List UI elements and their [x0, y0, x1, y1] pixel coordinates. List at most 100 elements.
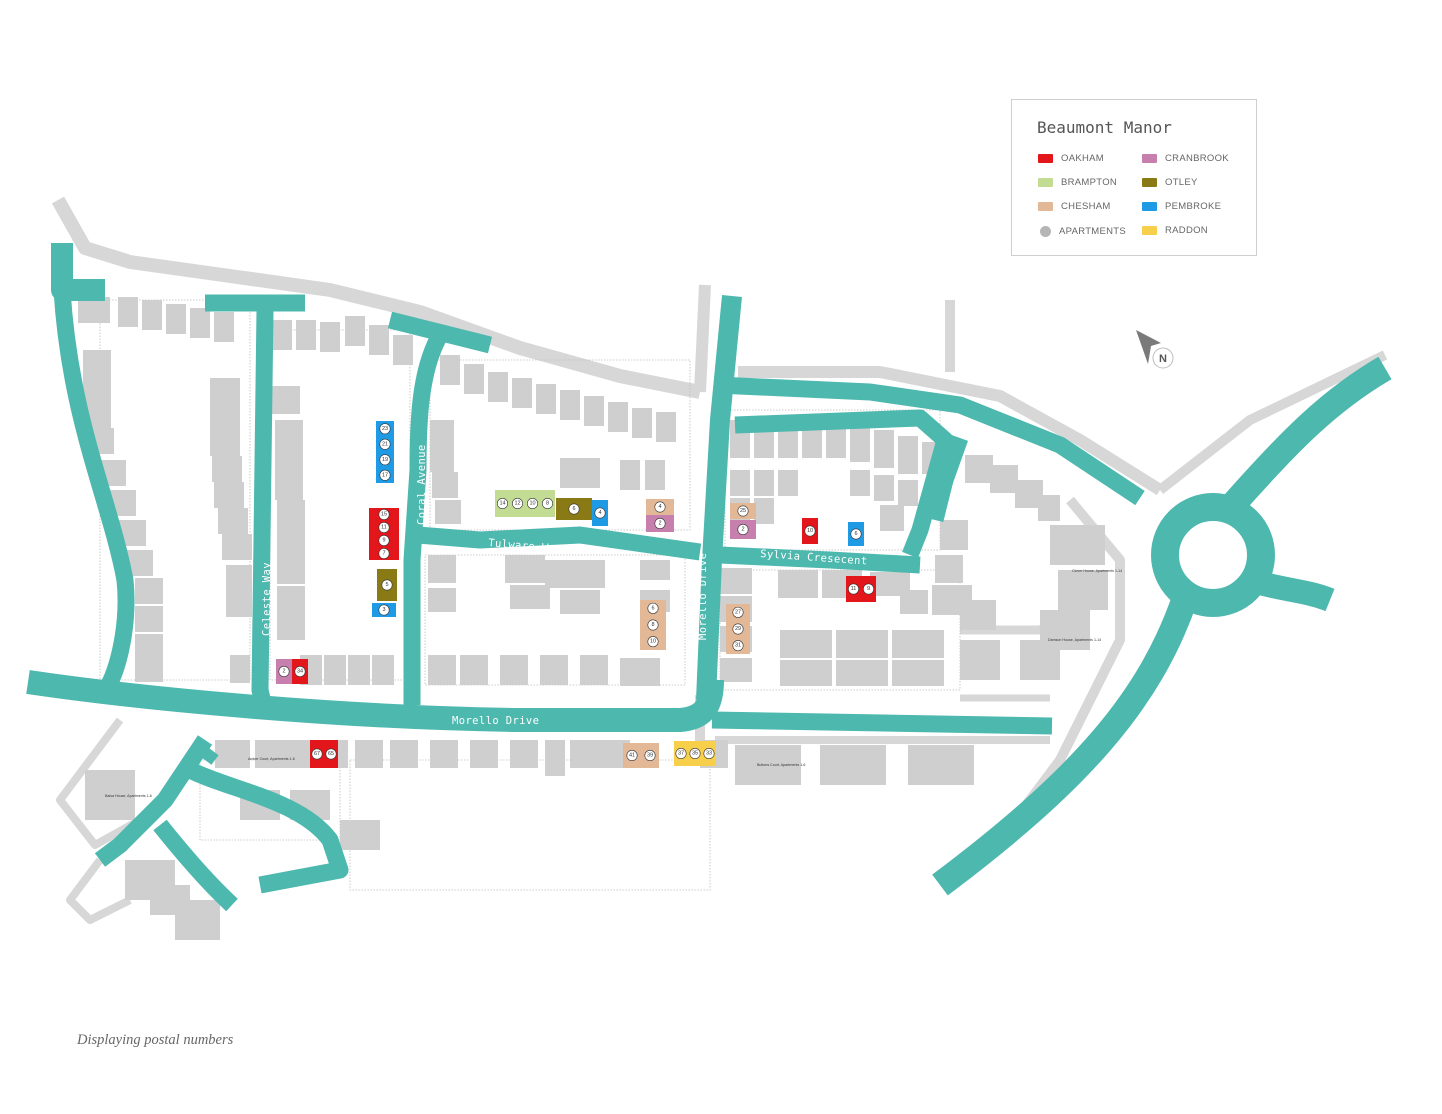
plot-number: 12: [514, 501, 520, 507]
plot-number: 37: [678, 751, 684, 757]
building: [540, 655, 568, 685]
legend-label: BRAMPTON: [1061, 177, 1118, 188]
street-label-morello-drive-vertical: Morello Drive: [697, 553, 709, 640]
plot-marker-oakham[interactable]: 10: [802, 518, 818, 544]
plot-number: 35: [692, 751, 698, 757]
building: [430, 446, 454, 472]
plot-number-badge: [732, 640, 744, 652]
plot-number-badge: [862, 583, 874, 595]
building: [730, 470, 750, 496]
building: [83, 350, 111, 376]
building: [277, 556, 305, 584]
building: [372, 655, 394, 685]
apartment-label: Clover House, Apartments 1-14: [1072, 569, 1122, 573]
plot-marker-pembroke[interactable]: 4: [592, 500, 608, 526]
building: [175, 900, 220, 940]
building: [393, 335, 413, 365]
legend-title: Beaumont Manor: [1037, 118, 1172, 137]
plot-number-badge: [294, 665, 306, 677]
plot-number: 4: [658, 504, 661, 510]
building: [275, 446, 303, 474]
building: [874, 475, 894, 501]
building: [118, 297, 138, 327]
building: [135, 606, 163, 632]
plot-marker-pembroke[interactable]: 6: [848, 522, 864, 546]
plot-marker-cranbrook[interactable]: 2: [730, 520, 756, 539]
plot-number: 4: [598, 510, 601, 516]
building: [505, 555, 545, 583]
legend-item-pembroke: PEMBROKE: [1142, 201, 1221, 212]
plot-number: 10: [650, 639, 656, 645]
building: [296, 320, 316, 350]
legend-label: OAKHAM: [1061, 153, 1104, 164]
plot-number-badge: [511, 497, 523, 509]
building: [135, 578, 163, 604]
plot-number: 11: [381, 525, 387, 531]
plot-number: 19: [382, 457, 388, 463]
legend-label: RADDON: [1165, 225, 1208, 236]
building: [735, 745, 801, 785]
apartment-label: Buttons Court, Apartments 1-6: [757, 763, 805, 767]
building: [277, 614, 305, 640]
building: [935, 555, 963, 583]
building: [645, 460, 665, 490]
building: [940, 520, 968, 550]
plot-number: 27: [735, 609, 741, 615]
building: [500, 655, 528, 685]
plot-number: 23: [382, 426, 388, 432]
footnote: Displaying postal numbers: [77, 1032, 234, 1048]
plot-number: 6: [651, 605, 654, 611]
plot-number-badge: [732, 623, 744, 635]
building: [850, 424, 870, 462]
building: [226, 565, 252, 591]
plot-number-badge: [568, 503, 580, 515]
plot-marker-chesham[interactable]: 4: [646, 499, 674, 515]
plot-number: 15: [381, 512, 387, 518]
building: [908, 745, 974, 785]
plot-marker-otley[interactable]: 5: [377, 569, 397, 601]
apartment-label: Damson House, Apartments 1-14: [1048, 638, 1101, 642]
building: [255, 740, 290, 768]
building: [218, 508, 248, 534]
plot-marker-pembroke[interactable]: 3: [372, 603, 396, 617]
building: [990, 465, 1018, 493]
building: [536, 384, 556, 414]
building: [215, 740, 250, 768]
building: [320, 322, 340, 352]
plot-number-badge: [311, 748, 323, 760]
building: [428, 555, 456, 583]
north-arrow-icon: N: [1136, 330, 1174, 369]
building: [214, 312, 234, 342]
building: [275, 472, 303, 500]
building: [428, 655, 456, 685]
building: [656, 412, 676, 442]
building: [277, 528, 305, 556]
building: [900, 590, 928, 614]
plot-number-badge: [804, 525, 816, 537]
plot-number-badge: [381, 579, 393, 591]
building: [272, 320, 292, 350]
plot-number: 2: [741, 527, 744, 533]
plot-marker-oakham[interactable]: 34: [292, 659, 308, 684]
building: [1058, 570, 1108, 610]
plot-number: 10: [529, 501, 535, 507]
plot-marker-cranbrook[interactable]: 2: [276, 659, 292, 684]
plot-number-badge: [379, 454, 391, 466]
plot-marker-chesham[interactable]: 25: [730, 503, 756, 519]
plot-marker-cranbrook[interactable]: 2: [646, 515, 674, 532]
plot-marker-otley[interactable]: 6: [556, 498, 592, 520]
building: [898, 436, 918, 474]
plot-number-badge: [647, 619, 659, 631]
plot-number: 67: [314, 751, 320, 757]
north-letter: N: [1159, 353, 1167, 365]
